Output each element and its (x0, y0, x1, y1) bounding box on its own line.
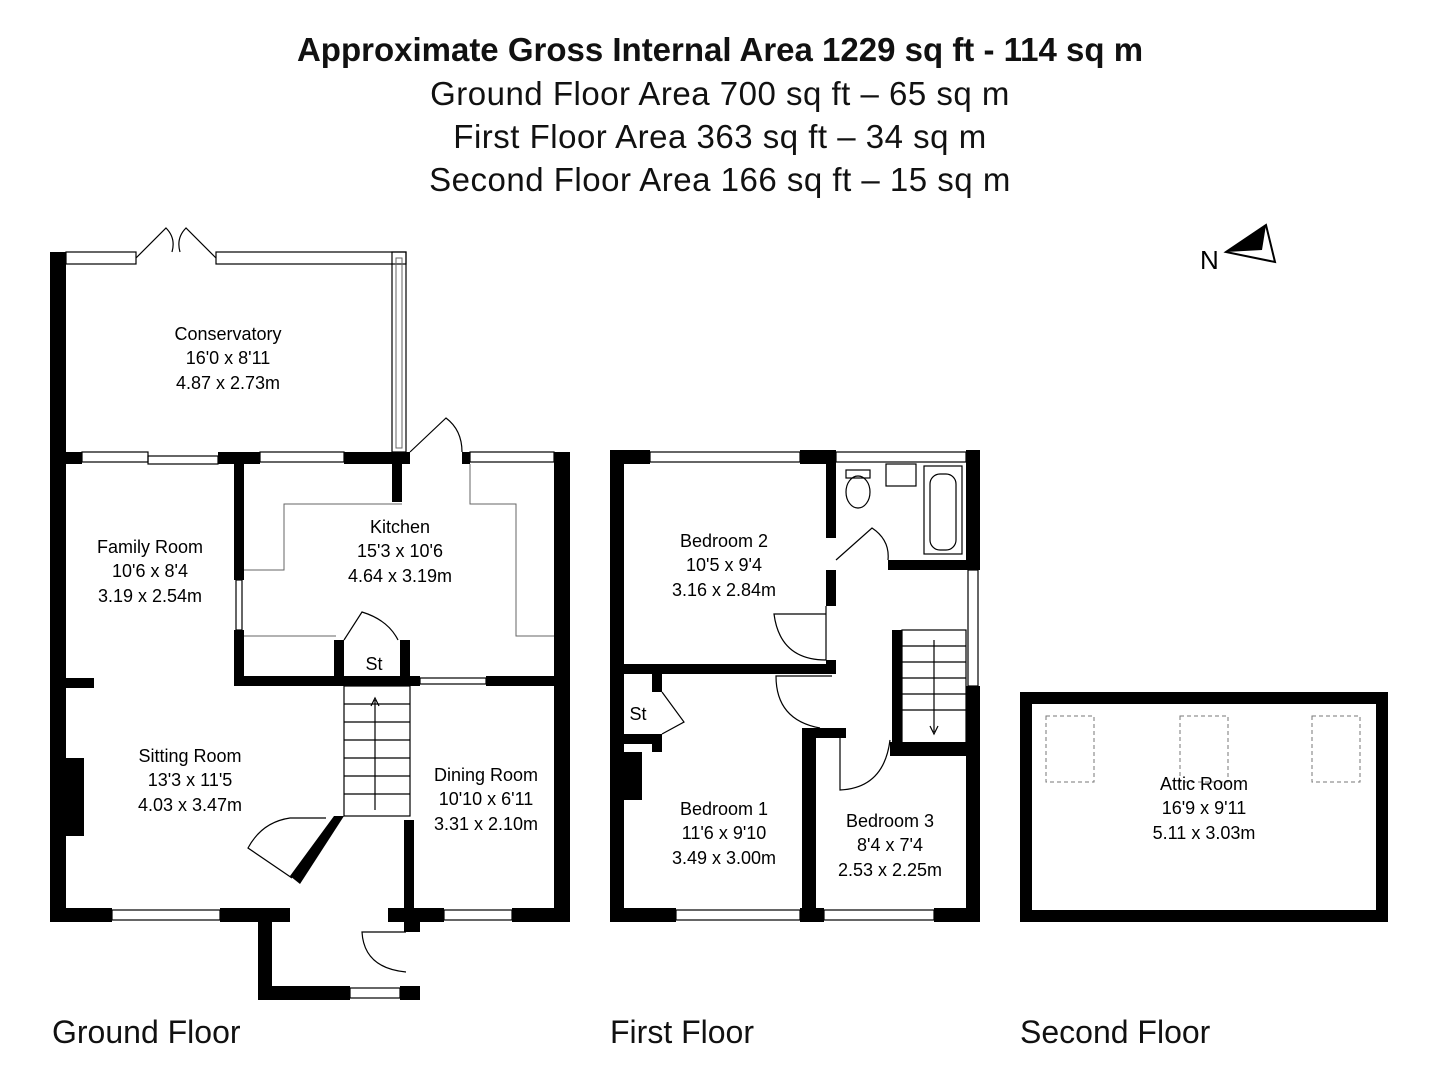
conservatory-metric: 4.87 x 2.73m (176, 373, 280, 393)
family-room-metric: 3.19 x 2.54m (98, 586, 202, 606)
north-arrow-icon: N (1200, 223, 1277, 275)
conservatory-name: Conservatory (174, 324, 281, 344)
sitting-room-name: Sitting Room (138, 746, 241, 766)
bedroom1-name: Bedroom 1 (680, 799, 768, 819)
bedroom2-metric: 3.16 x 2.84m (672, 580, 776, 600)
ground-floor-plan (50, 227, 570, 1000)
first-floor-area: First Floor Area 363 sq ft – 34 sq m (453, 118, 987, 155)
second-floor-label: Second Floor (1020, 1014, 1211, 1050)
room-labels: Conservatory 16'0 x 8'11 4.87 x 2.73m Fa… (97, 324, 1255, 880)
second-floor-plan (1020, 692, 1388, 922)
dining-room-name: Dining Room (434, 765, 538, 785)
area-summary: Approximate Gross Internal Area 1229 sq … (0, 28, 1440, 201)
first-floor-label: First Floor (610, 1014, 754, 1050)
sitting-room-imperial: 13'3 x 11'5 (148, 770, 233, 790)
gross-area-title: Approximate Gross Internal Area 1229 sq … (296, 31, 1144, 68)
bedroom3-name: Bedroom 3 (846, 811, 934, 831)
attic-room-metric: 5.11 x 3.03m (1153, 823, 1256, 843)
dining-room-metric: 3.31 x 2.10m (434, 814, 538, 834)
kitchen-imperial: 15'3 x 10'6 (357, 541, 443, 561)
ground-west-wall (50, 252, 66, 922)
bedroom2-imperial: 10'5 x 9'4 (686, 555, 762, 575)
attic-room-name: Attic Room (1160, 774, 1248, 794)
dining-room-imperial: 10'10 x 6'11 (439, 789, 534, 809)
family-room-name: Family Room (97, 537, 203, 557)
bedroom1-imperial: 11'6 x 9'10 (682, 823, 767, 843)
ground-floor-label: Ground Floor (52, 1014, 241, 1050)
ground-floor-area: Ground Floor Area 700 sq ft – 65 sq m (430, 75, 1010, 112)
ground-store-name: St (365, 654, 382, 674)
kitchen-name: Kitchen (370, 517, 430, 537)
bedroom2-name: Bedroom 2 (680, 531, 768, 551)
bedroom3-metric: 2.53 x 2.25m (838, 860, 942, 880)
first-store-name: St (629, 704, 646, 724)
family-room-imperial: 10'6 x 8'4 (112, 561, 188, 581)
kitchen-metric: 4.64 x 3.19m (348, 566, 452, 586)
sitting-room-metric: 4.03 x 3.47m (138, 795, 242, 815)
bedroom1-metric: 3.49 x 3.00m (672, 848, 776, 868)
conservatory-imperial: 16'0 x 8'11 (186, 348, 271, 368)
north-label: N (1200, 245, 1219, 275)
bedroom3-imperial: 8'4 x 7'4 (857, 835, 923, 855)
attic-room-imperial: 16'9 x 9'11 (1162, 798, 1247, 818)
second-floor-area: Second Floor Area 166 sq ft – 15 sq m (429, 161, 1011, 198)
first-floor-plan (610, 450, 980, 922)
